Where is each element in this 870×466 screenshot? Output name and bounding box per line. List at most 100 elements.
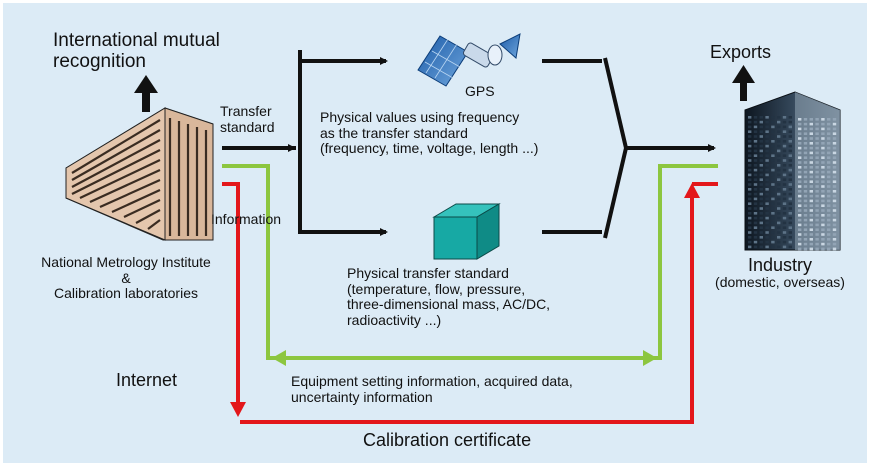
tower-window [815, 127, 819, 131]
tower-window [771, 173, 775, 177]
tower-window [753, 212, 758, 215]
tower-window [827, 175, 831, 179]
tower-window [827, 146, 831, 150]
tower-window [765, 183, 769, 186]
tower-window [821, 156, 825, 159]
tower-window [798, 233, 802, 236]
tower-window [765, 120, 769, 124]
tower-window [798, 204, 802, 207]
tower-window [782, 231, 787, 234]
tower-window [788, 130, 792, 133]
tower-window [777, 188, 781, 191]
tower-window [788, 231, 792, 234]
tower-window [765, 173, 769, 177]
tower-window [748, 197, 752, 201]
tower-window [782, 216, 787, 220]
tower-window [809, 137, 813, 140]
tower-window [777, 130, 781, 133]
tower-window [821, 238, 825, 241]
tower-window [771, 140, 775, 143]
tower-window [748, 202, 752, 205]
tower-window [753, 140, 758, 143]
tower-window [832, 127, 837, 131]
tower-window [771, 144, 775, 148]
tower-window [821, 137, 825, 140]
tower-window [821, 194, 825, 198]
tower-window [748, 130, 752, 133]
tower-window [748, 212, 752, 215]
tower-window [759, 154, 763, 157]
tower-window [821, 204, 825, 207]
tower-window [788, 140, 792, 143]
tower-window [832, 166, 837, 169]
tower-window [748, 207, 752, 210]
tower-window [765, 159, 769, 162]
tower-window [777, 207, 781, 210]
tower-window [803, 247, 808, 251]
tower-window [815, 161, 819, 164]
tower-window [777, 231, 781, 234]
tower-window [765, 149, 769, 153]
tower-window [798, 247, 802, 251]
tower-window [821, 151, 825, 155]
tower-window [782, 130, 787, 133]
tower-window [815, 204, 819, 207]
tower-window [798, 175, 802, 179]
physical-values-label: Physical values using frequency as the t… [320, 109, 539, 157]
tower-window [798, 242, 802, 246]
tower-window [803, 214, 808, 217]
tower-window [759, 207, 763, 210]
tower-window [765, 154, 769, 157]
tower-window [827, 127, 831, 131]
tower-window [815, 185, 819, 188]
tower-window [821, 218, 825, 222]
tower-window [827, 156, 831, 159]
tower-window [821, 127, 825, 131]
tower-window [788, 216, 792, 220]
tower-window [827, 185, 831, 188]
tower-window [782, 173, 787, 177]
tower-window [798, 151, 802, 155]
tower-window [788, 164, 792, 167]
tower-window [832, 247, 837, 251]
tower-window [771, 216, 775, 220]
tower-window [753, 231, 758, 234]
tower-window [815, 142, 819, 145]
tower-window [815, 156, 819, 159]
tower-window [782, 149, 787, 153]
tower-window [798, 190, 802, 193]
certificate-path [222, 182, 718, 424]
tower-window [782, 164, 787, 167]
tower-window [771, 221, 775, 225]
tower-window [832, 228, 837, 231]
tower-window [771, 183, 775, 186]
industry-skyscraper-icon [744, 91, 841, 251]
tower-window [753, 207, 758, 210]
tower-window [753, 192, 758, 196]
tower-window [788, 212, 792, 215]
tower-window [771, 226, 775, 229]
tower-window [782, 183, 787, 186]
tower-window [803, 233, 808, 236]
tower-window [815, 238, 819, 241]
tower-window [748, 125, 752, 129]
tower-window [827, 218, 831, 222]
tower-window [815, 223, 819, 227]
tower-window [748, 164, 752, 167]
information-label: Information [211, 211, 282, 227]
tower-window [827, 223, 831, 227]
tower-window [765, 144, 769, 148]
tower-window [765, 135, 769, 138]
tower-window [788, 125, 792, 129]
tower-window [782, 226, 787, 229]
tower-window [759, 173, 763, 177]
tower-window [759, 221, 763, 225]
tower-window [782, 192, 787, 196]
tower-window [809, 156, 813, 159]
tower-window [759, 159, 763, 162]
nmi-label: National Metrology Institute & Calibrati… [41, 254, 211, 302]
tower-window [753, 188, 758, 191]
tower-window [798, 166, 802, 169]
tower-window [753, 164, 758, 167]
tower-window [798, 122, 802, 126]
